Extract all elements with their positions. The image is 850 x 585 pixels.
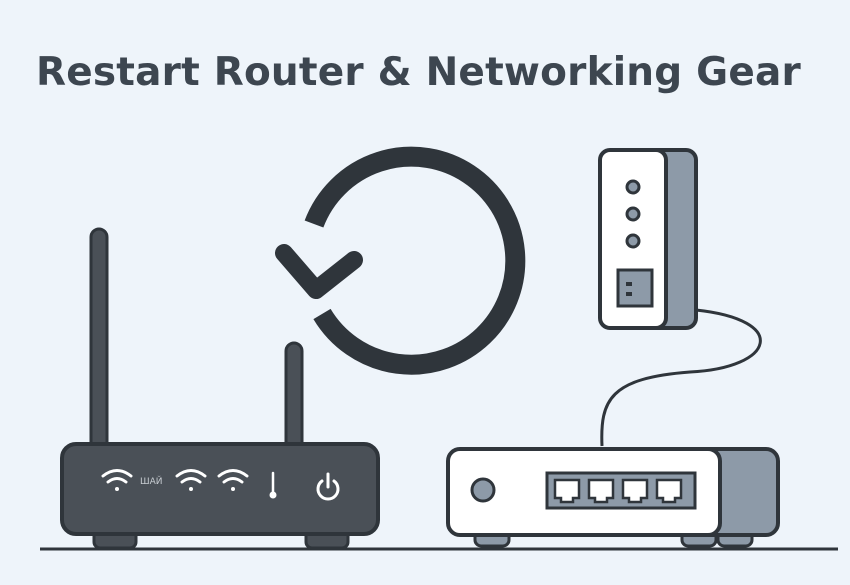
router-antenna-right — [284, 341, 304, 456]
ethernet-cable — [600, 308, 762, 447]
router-antenna-left — [89, 227, 109, 456]
modem-led — [625, 206, 641, 222]
router-body — [60, 442, 380, 536]
page-title: Restart Router & Networking Gear — [36, 50, 801, 95]
restart-arrow-icon — [275, 146, 526, 375]
power-icon — [316, 472, 340, 501]
modem — [598, 148, 698, 330]
ethernet-port-icon — [616, 268, 654, 308]
modem-led — [625, 179, 641, 195]
ethernet-port-icon — [553, 478, 683, 504]
switch-power-button — [470, 477, 496, 503]
modem-led — [625, 233, 641, 249]
router-label: ШАЙ — [140, 475, 163, 487]
wifi-icon — [175, 469, 207, 491]
thermometer-icon — [269, 471, 277, 499]
network-switch — [446, 447, 780, 537]
wifi-icon — [217, 469, 249, 491]
wifi-icon — [101, 469, 133, 491]
